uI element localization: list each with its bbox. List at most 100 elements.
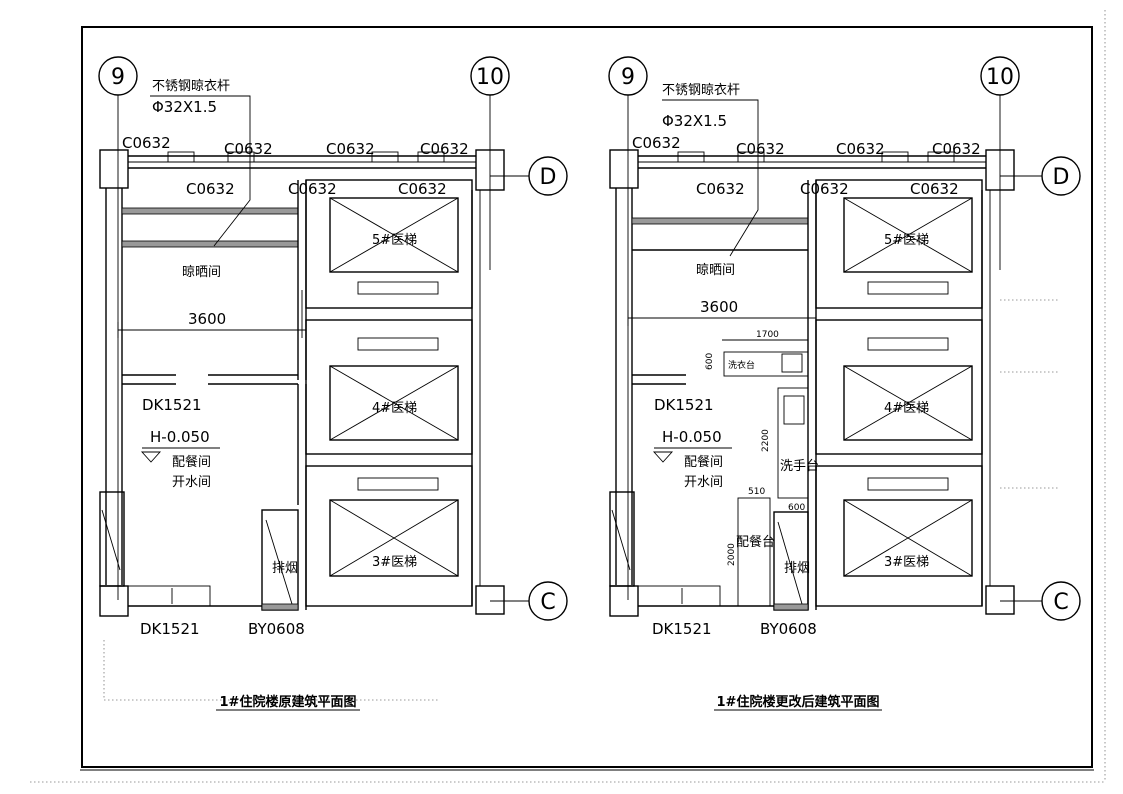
window-label-2: C0632: [224, 140, 273, 158]
smoke-shaft-diagonal: [265, 519, 293, 605]
axis-D-label: D: [540, 165, 557, 190]
elevator-3-shaft-mod: [815, 465, 983, 607]
vent-grille: [261, 603, 299, 611]
serving-counter-label: 配餐台: [736, 534, 775, 550]
column-top-left: [99, 149, 129, 189]
elevator-3-x2: [329, 499, 459, 577]
window-sash-1-mod: [677, 151, 705, 163]
drying-rod-1: [121, 207, 299, 215]
smoke-shaft-diagonal-mod: [777, 521, 803, 605]
elevator-3-car: [329, 499, 459, 577]
hand-sink-counter: [777, 387, 809, 499]
drying-room-label: 晾晒间: [182, 264, 221, 280]
left-panel-diagonal-mod: [611, 509, 631, 571]
elevator-4-label-mod: 4#医梯: [884, 401, 929, 416]
window-sash-1: [167, 151, 195, 163]
elevator-5-label: 5#医梯: [372, 233, 417, 248]
axis-D-label-mod: D: [1053, 165, 1070, 190]
dim-2200: 2200: [761, 429, 771, 452]
elevator-5-door: [357, 281, 439, 295]
vent-label-mod: BY0608: [760, 620, 817, 638]
caption-original: 1#住院楼原建筑平面图: [220, 694, 357, 710]
window-label-1-mod: C0632: [632, 134, 681, 152]
window-label-4: C0632: [420, 140, 469, 158]
window-sash-3-mod: [881, 151, 909, 163]
column-bottom-right-mod: [985, 585, 1015, 615]
door-label-bottom: DK1521: [140, 620, 200, 638]
elevation-marker: [140, 451, 162, 463]
elevator-4-label: 4#医梯: [372, 401, 417, 416]
caption-modified: 1#住院楼更改后建筑平面图: [717, 694, 880, 710]
dim-600a: 600: [705, 353, 715, 370]
railing-spec: Φ32X1.5: [152, 98, 217, 116]
serving-counter: [737, 497, 771, 607]
left-panel-diagonal: [101, 509, 121, 571]
railing-leader-mod: [662, 99, 759, 257]
column-bottom-left: [99, 585, 129, 617]
bottom-door-frame-mod: [637, 585, 721, 607]
elevator-5-x2-mod: [843, 197, 973, 273]
bottom-door-frame: [127, 585, 211, 607]
elevator-4-door-mod: [867, 337, 949, 351]
door-label-bottom-mod: DK1521: [652, 620, 712, 638]
laundry-basin: [781, 353, 803, 373]
door-label-top: DK1521: [142, 396, 202, 414]
elevator-3-car-mod: [843, 499, 973, 577]
elevator-4-x2-mod: [843, 365, 973, 441]
smoke-exhaust-label: 排烟: [272, 561, 298, 576]
window-label-5-mod: C0632: [696, 180, 745, 198]
column-bottom-left-mod: [609, 585, 639, 617]
drying-rod-2: [121, 240, 299, 248]
pantry-label: 配餐间: [172, 454, 211, 470]
elevator-3-label-mod: 3#医梯: [884, 555, 929, 570]
original-plan: 9 10 D C: [98, 56, 568, 711]
elevator-4-door: [357, 337, 439, 351]
elevator-5-x2: [329, 197, 459, 273]
column-top-left-mod: [609, 149, 639, 189]
window-label-6: C0632: [288, 180, 337, 198]
railing-name-mod: 不锈钢晾衣杆: [662, 82, 740, 98]
elevator-3-label: 3#医梯: [372, 555, 417, 570]
elevator-4-shaft-mod: [815, 319, 983, 455]
elevator-4-car-mod: [843, 365, 973, 441]
elevator-4-x2: [329, 365, 459, 441]
column-bottom-right: [475, 585, 505, 615]
dim-600b: 600: [788, 503, 805, 513]
drying-rod-1-mod: [631, 217, 809, 225]
axis-9-label-mod: 9: [621, 65, 635, 90]
axis-C-label: C: [540, 590, 555, 615]
hand-sink-label: 洗手台: [780, 459, 819, 474]
dim-3600-mod: 3600: [700, 298, 738, 316]
dim-510: 510: [748, 487, 765, 497]
pantry-label-mod: 配餐间: [684, 454, 723, 470]
elevator-5-label-mod: 5#医梯: [884, 233, 929, 248]
modified-plan: 9 10 D C 3600 1700: [608, 56, 1081, 711]
laundry-sink-label: 洗衣台: [728, 359, 755, 371]
boiler-room-label-mod: 开水间: [684, 475, 723, 490]
window-sash-2-mod: [737, 151, 765, 163]
vent-grille-mod: [773, 603, 809, 611]
elevator-4-car: [329, 365, 459, 441]
railing-name: 不锈钢晾衣杆: [152, 78, 230, 94]
window-label-2-mod: C0632: [736, 140, 785, 158]
axis-9-label: 9: [111, 65, 125, 90]
laundry-sink-counter: [723, 351, 809, 377]
door-label-top-mod: DK1521: [654, 396, 714, 414]
elevator-3-door: [357, 477, 439, 491]
column-top-right: [475, 149, 505, 191]
elevator-3-shaft: [305, 465, 473, 607]
elevator-3-door-mod: [867, 477, 949, 491]
window-label-7-mod: C0632: [910, 180, 959, 198]
elevator-3-x2-mod: [843, 499, 973, 577]
elevation-marker-mod: [652, 451, 674, 463]
dim-2000: 2000: [727, 543, 737, 566]
elevator-5-car-mod: [843, 197, 973, 273]
elevator-5-door-mod: [867, 281, 949, 295]
elevation-label-mod: H-0.050: [662, 428, 722, 446]
window-label-1: C0632: [122, 134, 171, 152]
window-sash-2: [227, 151, 255, 163]
left-window-panel: [99, 491, 125, 587]
axis-10-label: 10: [476, 65, 504, 90]
window-label-3-mod: C0632: [836, 140, 885, 158]
